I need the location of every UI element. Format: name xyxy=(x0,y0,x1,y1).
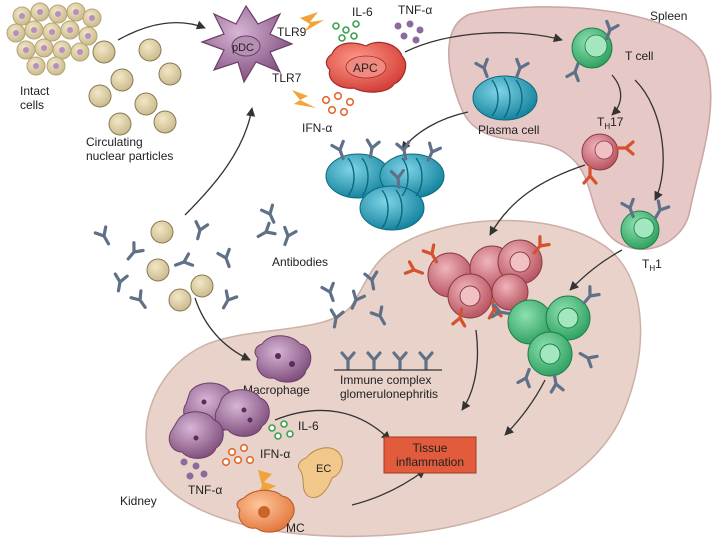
intact-cells-label-line1: Intact xyxy=(20,84,50,98)
tissue-inflammation-box xyxy=(383,436,477,474)
tlr9-label: TLR9 xyxy=(277,25,307,39)
kidney-ifna-dots xyxy=(221,443,255,467)
mc-label: MC xyxy=(286,521,305,535)
pdc-label: pDC xyxy=(232,42,254,54)
spleen-organ xyxy=(448,6,712,250)
cytokine-dots-ifna xyxy=(321,91,355,117)
pdc-cell xyxy=(200,4,294,84)
ec-cell xyxy=(297,447,343,498)
tlr7-label: TLR7 xyxy=(272,71,302,85)
lightning-icon xyxy=(292,90,316,108)
il6-kidney-label: IL-6 xyxy=(298,419,319,433)
antibodies-label: Antibodies xyxy=(272,255,328,269)
apc-label: APC xyxy=(353,61,378,75)
immune-complex-row xyxy=(334,351,442,371)
t-cell xyxy=(565,19,620,83)
th17-cell-cluster xyxy=(403,235,551,328)
macrophage-cluster xyxy=(168,382,270,459)
th17-cell xyxy=(581,133,635,185)
tissue-inflammation-label-line1: Tissue xyxy=(413,441,448,455)
lightning-icon xyxy=(256,470,276,496)
macrophage-label: Macrophage xyxy=(243,383,310,397)
immune-complex-label-line1: Immune complex xyxy=(340,373,431,387)
antibodies-and-particles xyxy=(93,203,298,313)
ifna-top-label: IFN-α xyxy=(302,121,332,135)
th1-label-main: TH1 xyxy=(642,257,662,273)
tnfa-kidney-label: TNF-α xyxy=(188,483,222,497)
tcell-label: T cell xyxy=(625,49,653,63)
plasma-cell-label: Plasma cell xyxy=(478,123,539,137)
intact-cells-cluster xyxy=(6,2,102,76)
immune-complex-label-line2: glomerulonephritis xyxy=(340,387,438,401)
plasma-cell xyxy=(472,57,538,121)
pathway-arrows xyxy=(117,20,664,506)
th1-cell xyxy=(620,197,671,250)
kidney-tnfa-dots xyxy=(180,458,208,480)
lightning-icon xyxy=(300,12,324,32)
intact-cells-label-line2: cells xyxy=(20,98,44,112)
cytokine-dots-tnfa xyxy=(394,20,424,44)
tissue-inflammation-label-line2: inflammation xyxy=(396,455,464,469)
kidney-label: Kidney xyxy=(120,494,157,508)
th1-cell-cluster xyxy=(490,285,601,394)
plasma-cell-cluster xyxy=(325,138,445,231)
ifna-kidney-label: IFN-α xyxy=(260,447,290,461)
cytokine-dots-il6 xyxy=(332,20,360,42)
circulating-label-line2: nuclear particles xyxy=(86,149,173,163)
circulating-label-line1: Circulating xyxy=(86,135,143,149)
macrophage-cell xyxy=(254,335,312,383)
spleen-label: Spleen xyxy=(650,9,687,23)
nuclear-particles-cluster xyxy=(88,38,182,136)
th17-label-main: TH17 xyxy=(597,115,624,131)
kidney-il6-dots xyxy=(268,420,294,440)
il6-top-label: IL-6 xyxy=(352,5,373,19)
tnfa-top-label: TNF-α xyxy=(398,3,432,17)
ec-label: EC xyxy=(316,463,331,475)
